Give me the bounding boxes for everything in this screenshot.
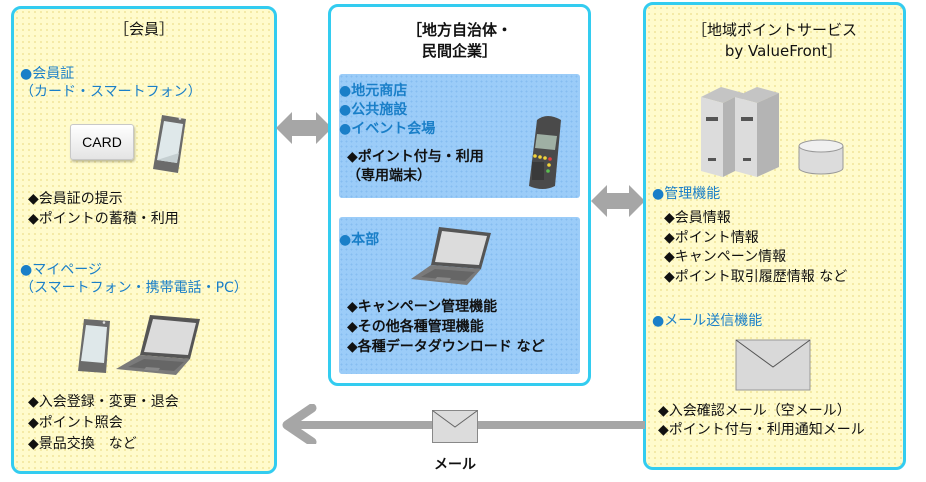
management-features: ◆会員情報 ◆ポイント情報 ◆キャンペーン情報 ◆ポイント取引履歴情報 など xyxy=(664,209,847,287)
envelope-icon xyxy=(735,339,811,391)
feature-item: ◆ポイント取引履歴情報 など xyxy=(664,268,848,285)
mail-features: ◆入会確認メール（空メール） ◆ポイント付与・利用通知メール xyxy=(658,402,865,440)
feature-item: ◆ポイントの蓄積・利用 xyxy=(28,211,179,227)
server-icon xyxy=(701,87,779,177)
feature-item: ◆ポイント付与・利用 xyxy=(347,149,484,165)
laptop-icon xyxy=(411,227,491,285)
feature-item: ◆会員情報 xyxy=(664,210,731,226)
card-label: CARD xyxy=(82,134,122,150)
feature-item: ◆会員証の提示 xyxy=(28,191,123,207)
headquarters-features: ◆キャンペーン管理機能 ◆その他各種管理機能 ◆各種データダウンロード など xyxy=(347,297,545,357)
mypage-heading: ●マイページ （スマートフォン・携帯電話・PC） xyxy=(20,262,248,296)
feature-item: ◆キャンペーン情報 xyxy=(664,249,787,265)
mail-arrow-label: メール xyxy=(434,457,476,473)
feature-item: ◆入会確認メール（空メール） xyxy=(658,403,851,419)
feature-item: ◆ポイント付与・利用通知メール xyxy=(658,422,865,438)
mypage-features: ◆入会登録・変更・退会 ◆ポイント照会 ◆景品交換 など xyxy=(28,392,179,455)
member-card-icon: CARD xyxy=(70,124,134,160)
feature-item: ◆入会登録・変更・退会 xyxy=(28,394,179,410)
bidirectional-arrow-members-municipal xyxy=(276,112,332,144)
service-title: ［地域ポイントサービス by ValueFront］ xyxy=(691,21,857,60)
feature-item: ◆ポイント情報 xyxy=(664,229,759,246)
municipal-title: ［地方自治体・ 民間企業］ xyxy=(406,21,512,60)
service-panel: ［地域ポイントサービス by ValueFront］ ●管理機能 ◆会員情報 ◆… xyxy=(643,2,906,470)
laptop-icon xyxy=(116,315,200,375)
feature-item: （専用端末） xyxy=(347,168,431,184)
payment-terminal-icon xyxy=(529,116,561,189)
management-heading: ●管理機能 xyxy=(652,186,721,202)
feature-item: ◆キャンペーン管理機能 xyxy=(347,299,498,315)
headquarters-box: ●本部 ◆キャンペーン管理機能 ◆その他各種管理機能 ◆各種データダウンロード … xyxy=(339,217,580,374)
mail-heading: ●メール送信機能 xyxy=(652,313,763,329)
stores-features: ◆ポイント付与・利用 （専用端末） xyxy=(347,148,484,186)
members-panel: ［会員］ ●会員証 （カード・スマートフォン） CARD ◆会員証の提示 ◆ポイ… xyxy=(11,6,277,474)
member-card-features: ◆会員証の提示 ◆ポイントの蓄積・利用 xyxy=(28,189,179,229)
feature-item: ◆ポイント照会 xyxy=(28,415,123,431)
members-title: ［会員］ xyxy=(113,20,174,38)
feature-item: ◆各種データダウンロード など xyxy=(347,339,545,355)
mobile-phone-icon xyxy=(78,319,110,373)
bidirectional-arrow-municipal-service xyxy=(591,185,645,217)
database-icon xyxy=(798,139,844,175)
feature-item: ◆その他各種管理機能 xyxy=(347,319,484,335)
mail-envelope-icon xyxy=(432,410,478,443)
feature-item: ◆景品交換 など xyxy=(28,436,137,452)
stores-box: ●地元商店 ●公共施設 ●イベント会場 ◆ポイント付与・利用 （専用端末） xyxy=(339,74,580,198)
member-card-heading: ●会員証 （カード・スマートフォン） xyxy=(20,66,202,100)
stores-headings: ●地元商店 ●公共施設 ●イベント会場 xyxy=(339,83,436,137)
smartphone-icon xyxy=(153,115,186,173)
headquarters-heading: ●本部 xyxy=(339,232,380,248)
municipal-panel: ［地方自治体・ 民間企業］ ●地元商店 ●公共施設 ●イベント会場 ◆ポイント付… xyxy=(328,4,591,386)
